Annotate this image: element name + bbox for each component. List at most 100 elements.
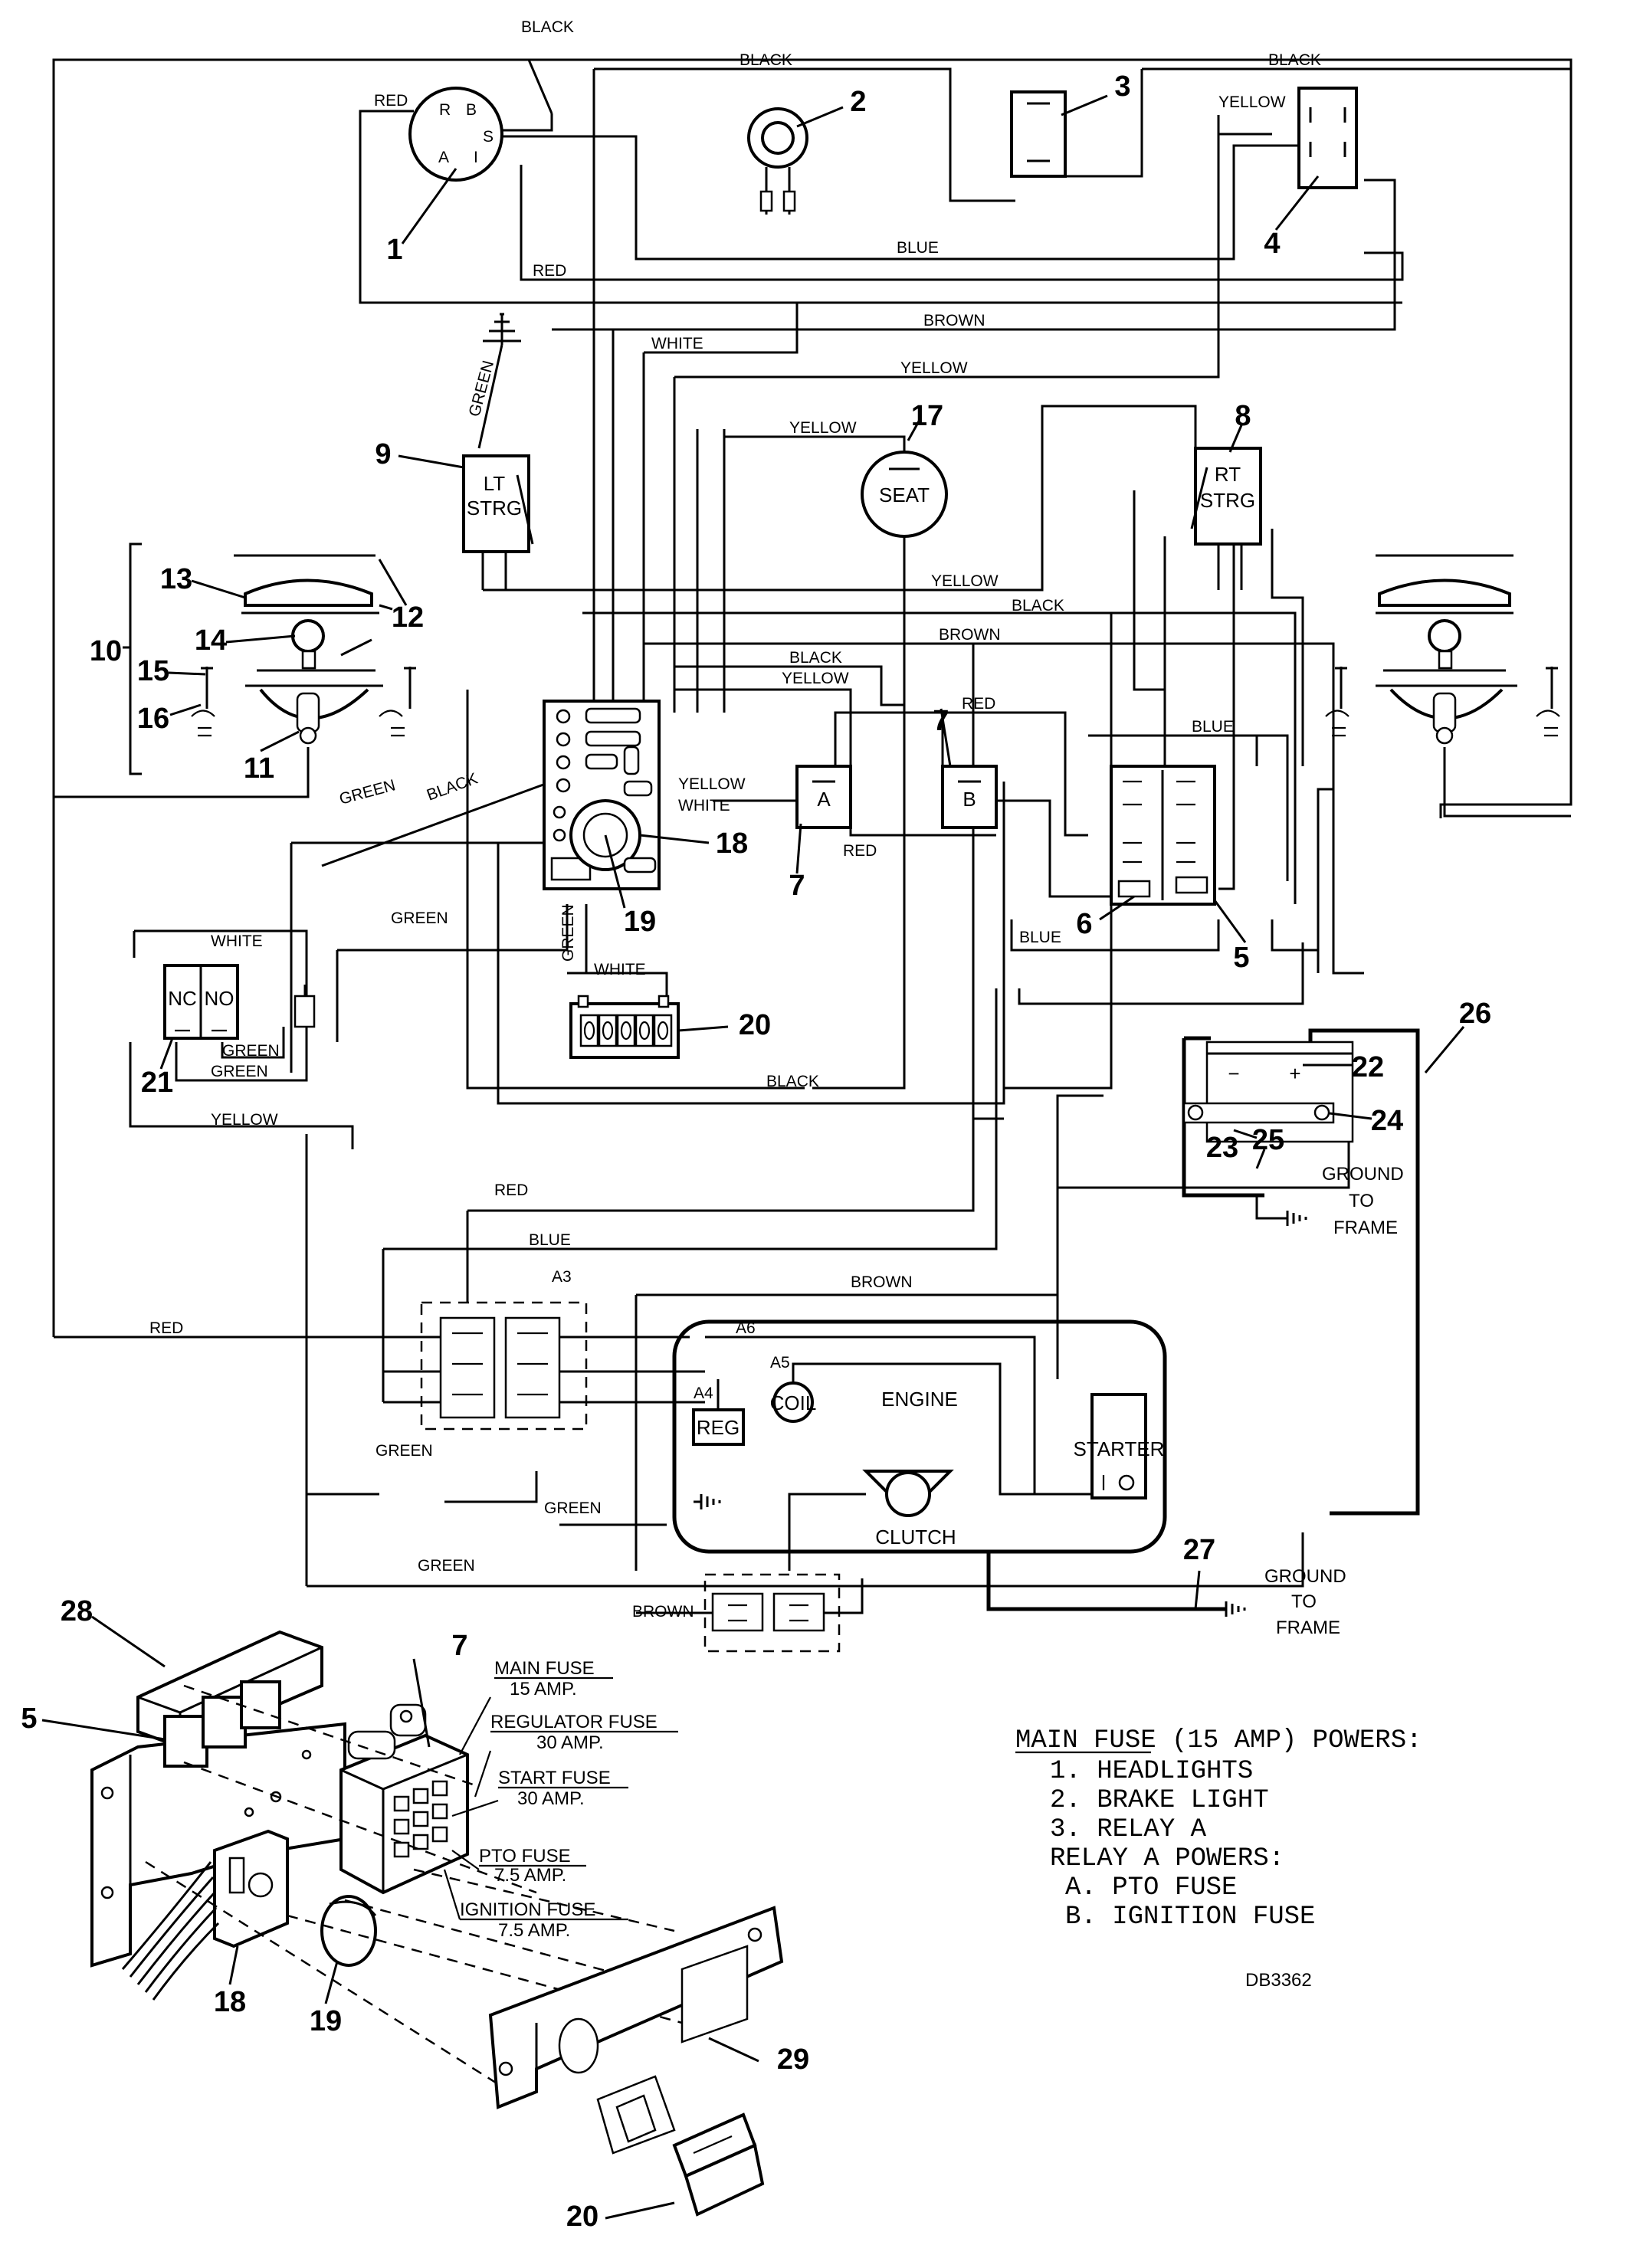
svg-text:R: R — [439, 101, 451, 119]
right-steering-switch: RT STRG — [1190, 447, 1262, 590]
relay-a: A — [795, 765, 852, 829]
right-headlight — [1325, 554, 1571, 818]
svg-text:A: A — [438, 149, 449, 166]
svg-text:3. RELAY A: 3. RELAY A — [1050, 1815, 1207, 1844]
indicator-ring — [747, 107, 808, 215]
svg-text:+: + — [1289, 1062, 1300, 1085]
engine: ENGINE COIL REG STARTER CLUTCH — [672, 1319, 1226, 1611]
svg-text:12: 12 — [392, 601, 424, 634]
svg-text:LT: LT — [484, 472, 506, 495]
nc-no-switch: NC NO — [163, 964, 316, 1040]
wires-upper — [52, 58, 1572, 1588]
callouts: 1 2 3 4 5 6 7 7 8 9 10 11 12 13 14 15 16… — [90, 70, 1491, 1610]
svg-text:18: 18 — [214, 1986, 246, 2018]
svg-text:WHITE: WHITE — [211, 932, 263, 950]
svg-text:25: 25 — [1252, 1124, 1284, 1156]
svg-text:BLACK: BLACK — [789, 649, 842, 667]
svg-text:8: 8 — [1235, 400, 1251, 432]
svg-text:WHITE: WHITE — [651, 335, 703, 352]
svg-text:NC: NC — [168, 987, 197, 1010]
clutch-connector: GROUND TO FRAME — [636, 1566, 1346, 1653]
svg-text:COIL: COIL — [770, 1391, 817, 1414]
svg-text:RED: RED — [149, 1319, 183, 1337]
svg-text:ENGINE: ENGINE — [881, 1388, 958, 1411]
svg-text:YELLOW: YELLOW — [678, 775, 746, 793]
svg-text:A5: A5 — [770, 1354, 790, 1372]
svg-text:REG: REG — [697, 1416, 740, 1439]
connector-a3 — [382, 1249, 705, 1431]
svg-text:FRAME: FRAME — [1276, 1617, 1340, 1638]
svg-text:2. BRAKE LIGHT: 2. BRAKE LIGHT — [1050, 1786, 1269, 1815]
svg-text:5: 5 — [1233, 942, 1249, 974]
wire-label-yellow-4: YELLOW — [1218, 93, 1286, 111]
svg-text:BROWN: BROWN — [939, 626, 1001, 644]
svg-text:13: 13 — [160, 563, 192, 595]
svg-text:BLUE: BLUE — [897, 239, 939, 257]
wire-color-labels: BLACK BLACK BLACK BLUE RED BROWN WHITE Y… — [149, 18, 1321, 1621]
svg-text:YELLOW: YELLOW — [211, 1111, 278, 1129]
svg-text:BLACK: BLACK — [1268, 51, 1321, 69]
svg-text:7.5 AMP.: 7.5 AMP. — [494, 1865, 566, 1886]
svg-text:A4: A4 — [694, 1385, 713, 1402]
svg-text:3: 3 — [1114, 70, 1130, 103]
svg-text:1. HEADLIGHTS: 1. HEADLIGHTS — [1050, 1757, 1253, 1786]
svg-text:NO: NO — [205, 987, 234, 1010]
svg-text:7: 7 — [789, 870, 805, 902]
svg-text:11: 11 — [244, 752, 274, 785]
left-steering-switch: LT STRG GREEN — [462, 313, 534, 590]
svg-text:BLUE: BLUE — [1019, 929, 1061, 946]
svg-text:21: 21 — [141, 1067, 173, 1099]
svg-text:STARTER: STARTER — [1074, 1437, 1165, 1460]
svg-text:2: 2 — [850, 86, 866, 118]
svg-text:A: A — [817, 788, 831, 811]
svg-text:PTO FUSE: PTO FUSE — [479, 1846, 571, 1867]
svg-text:16: 16 — [137, 703, 169, 735]
svg-text:A3: A3 — [552, 1268, 572, 1286]
svg-text:B: B — [466, 101, 477, 119]
svg-text:MAIN FUSE (15 AMP) POWERS:: MAIN FUSE (15 AMP) POWERS: — [1015, 1726, 1422, 1755]
relay-b: B — [941, 765, 998, 829]
fuse-labels: MAIN FUSE 15 AMP. REGULATOR FUSE 30 AMP.… — [443, 1658, 678, 1941]
svg-text:22: 22 — [1352, 1051, 1384, 1083]
svg-text:IGNITION FUSE: IGNITION FUSE — [460, 1899, 595, 1920]
svg-text:GREEN: GREEN — [337, 776, 397, 808]
fuse-block — [1110, 765, 1216, 906]
svg-text:7: 7 — [451, 1630, 467, 1662]
svg-text:REGULATOR FUSE: REGULATOR FUSE — [490, 1712, 658, 1732]
svg-text:WHITE: WHITE — [594, 961, 646, 978]
fuse-slots — [393, 1780, 448, 1858]
svg-text:29: 29 — [777, 2043, 809, 2076]
svg-text:BROWN: BROWN — [923, 312, 985, 329]
brake-switch — [1010, 90, 1067, 178]
svg-text:YELLOW: YELLOW — [789, 419, 857, 437]
svg-text:9: 9 — [375, 438, 391, 470]
svg-text:7.5 AMP.: 7.5 AMP. — [498, 1920, 570, 1941]
svg-text:15: 15 — [137, 655, 169, 687]
wire-label-red-1: RED — [374, 92, 408, 110]
svg-text:MAIN FUSE: MAIN FUSE — [494, 1658, 595, 1679]
svg-text:CLUTCH: CLUTCH — [875, 1526, 956, 1549]
svg-text:28: 28 — [61, 1595, 93, 1627]
svg-text:19: 19 — [624, 906, 656, 938]
note-heading-underlined: MAIN FUSE — [1015, 1726, 1156, 1755]
svg-text:GREEN: GREEN — [544, 1499, 602, 1517]
svg-text:I: I — [474, 149, 478, 166]
svg-text:RED: RED — [494, 1182, 528, 1199]
exploded-view: 28 5 7 — [21, 1595, 809, 2233]
svg-text:BLACK: BLACK — [740, 51, 792, 69]
svg-text:B: B — [963, 788, 976, 811]
svg-text:4: 4 — [1264, 228, 1280, 260]
svg-text:17: 17 — [911, 400, 943, 432]
svg-text:FRAME: FRAME — [1333, 1218, 1398, 1238]
svg-text:19: 19 — [310, 2005, 342, 2037]
seat-switch: SEAT — [861, 451, 948, 538]
svg-text:GREEN: GREEN — [211, 1063, 268, 1080]
svg-text:A6: A6 — [736, 1319, 756, 1337]
svg-text:GREEN: GREEN — [559, 904, 577, 962]
svg-text:BLACK: BLACK — [766, 1073, 819, 1090]
headlight-switch: YELLOW — [1218, 87, 1358, 189]
svg-text:WHITE: WHITE — [678, 797, 730, 814]
svg-text:STRG: STRG — [467, 497, 522, 519]
svg-text:BLACK: BLACK — [521, 18, 574, 36]
